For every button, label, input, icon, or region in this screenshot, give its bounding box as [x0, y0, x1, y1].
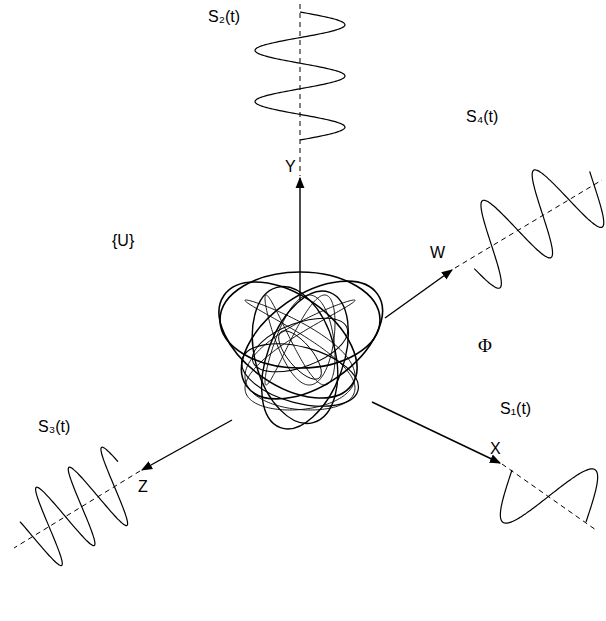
signal-name: S₂(t) — [208, 8, 240, 26]
w-axis — [385, 270, 452, 318]
s2-wave — [255, 12, 345, 140]
signal-name: S₁(t) — [500, 400, 531, 418]
signal-name: S₃(t) — [38, 418, 70, 436]
s1-wave — [500, 469, 597, 523]
s4-wave — [474, 170, 603, 288]
space-symbol: Φ — [478, 336, 492, 357]
orbit-curve — [198, 258, 377, 421]
y-dashed-line — [300, 4, 301, 176]
orbit-curve — [245, 279, 366, 440]
orbit-curve — [235, 332, 365, 417]
w-dashed-line — [455, 180, 602, 268]
y-axis — [299, 178, 300, 300]
axis-name: X — [490, 440, 501, 458]
lissajous-curve — [265, 295, 335, 385]
set-name: {U} — [112, 232, 134, 250]
signal-name: S₄(t) — [466, 108, 498, 126]
s3-wave — [20, 447, 128, 565]
orbit-curve — [221, 257, 404, 422]
axis-name: Z — [138, 478, 148, 496]
x-axis — [372, 402, 500, 463]
z-axis — [142, 420, 232, 470]
axis-name: W — [430, 244, 445, 262]
lissajous-curve — [245, 300, 355, 410]
axis-name: Y — [285, 158, 296, 176]
